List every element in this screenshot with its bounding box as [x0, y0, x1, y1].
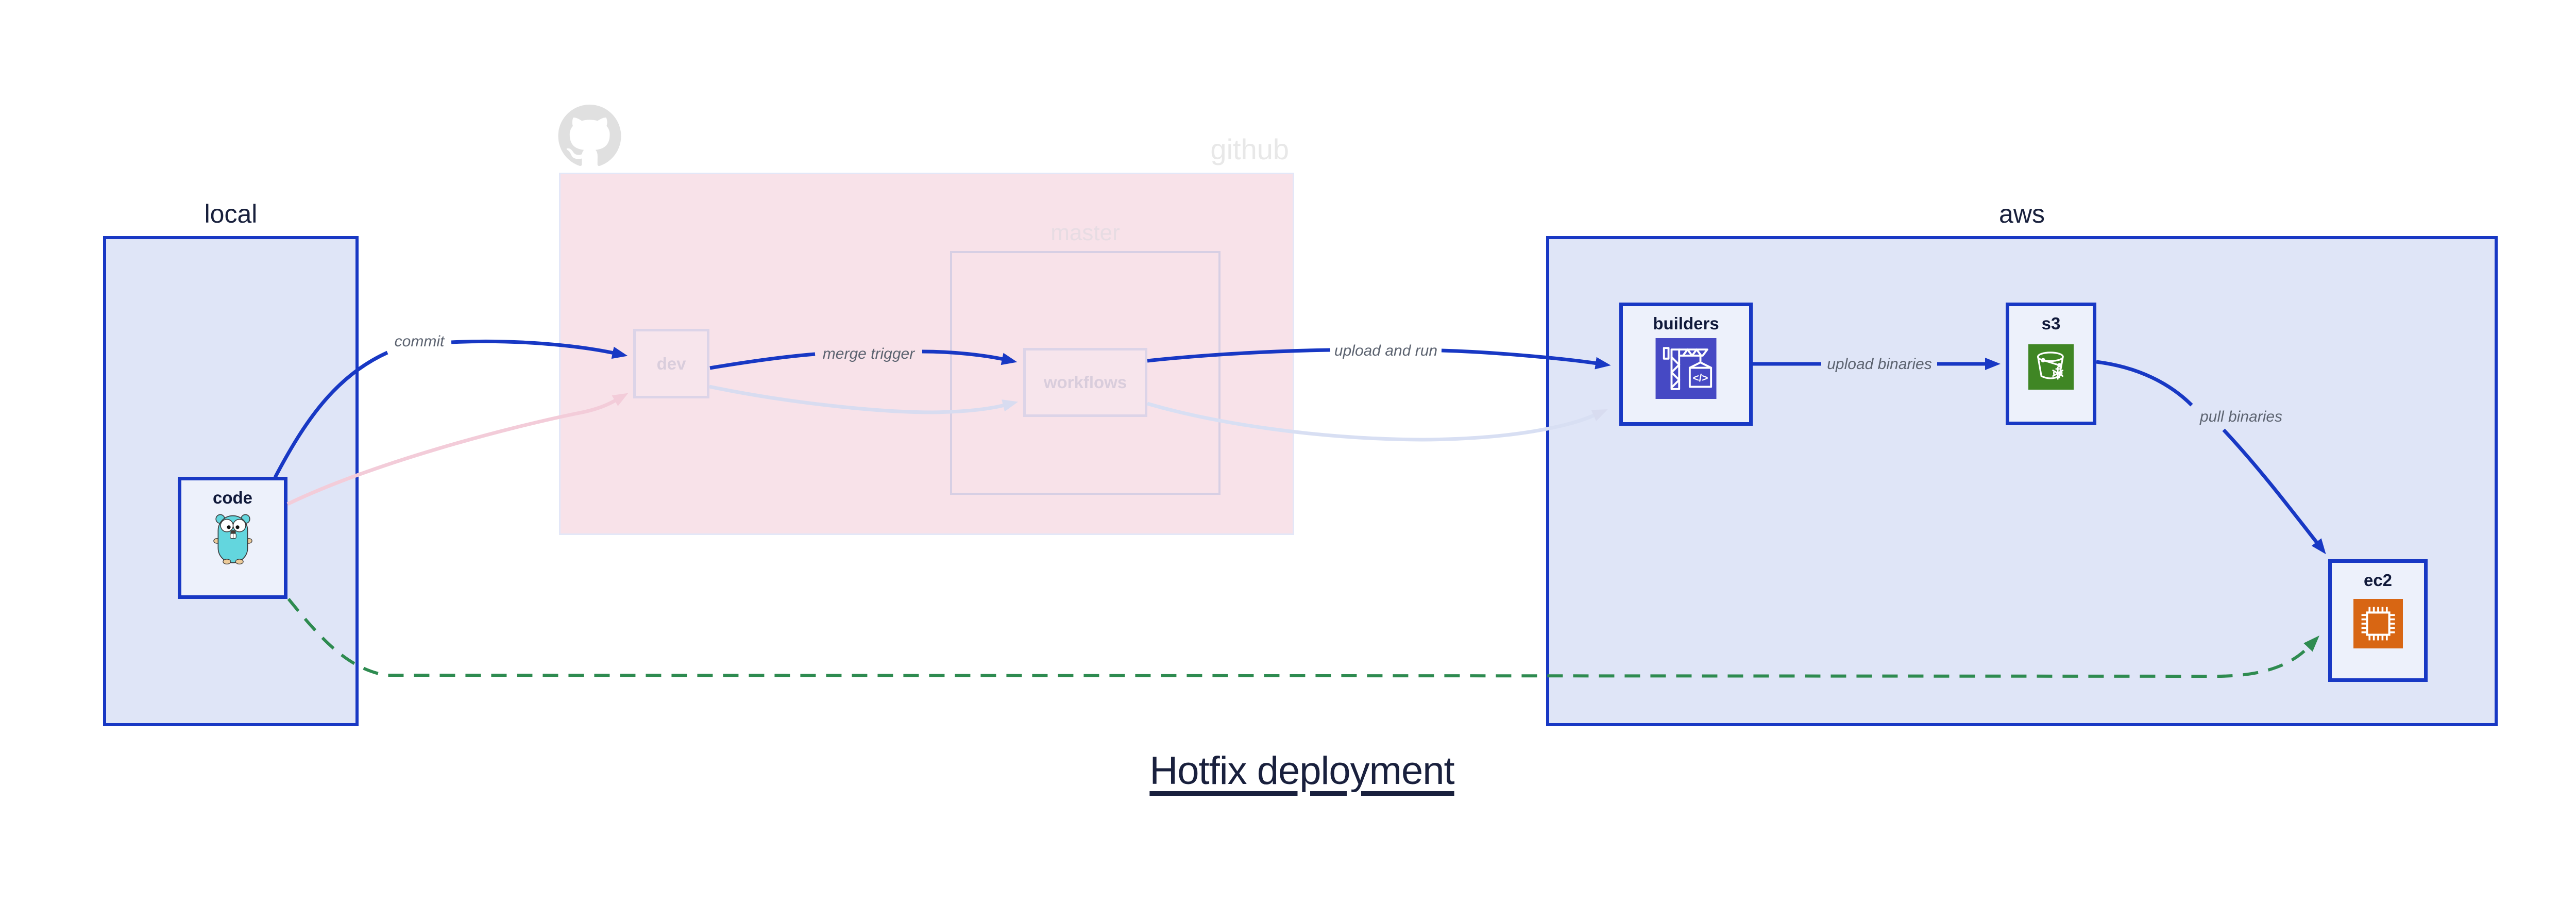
dev-branch-node: dev [633, 329, 709, 398]
workflows-label: workflows [1043, 373, 1127, 392]
s3-node: s3 [2006, 303, 2096, 425]
edge-label-upload-and-run: upload and run [1334, 342, 1437, 359]
code-node-label: code [212, 488, 253, 507]
code-node: code [178, 477, 287, 599]
aws-ec2-chip-icon [2353, 598, 2403, 648]
master-branch-box [950, 251, 1221, 495]
ec2-node: ec2 [2328, 559, 2428, 682]
diagram-title: Hotfix deployment [1149, 749, 1454, 793]
ec2-node-label: ec2 [2363, 571, 2393, 590]
master-branch-label: master [1050, 220, 1120, 245]
github-cluster-label: github [1210, 133, 1289, 165]
aws-codebuild-icon: </> [1655, 338, 1717, 399]
local-cluster-label: local [204, 199, 258, 228]
builders-node: builders </> [1619, 303, 1753, 426]
edge-label-commit: commit [395, 333, 445, 350]
builders-node-label: builders [1653, 314, 1719, 333]
s3-node-label: s3 [2041, 314, 2061, 333]
github-octocat-icon [558, 105, 621, 166]
dev-branch-label: dev [656, 354, 686, 373]
codebuild-code-glyph: </> [1693, 372, 1708, 384]
aws-cluster-label: aws [1999, 199, 2045, 228]
go-gopher-icon [213, 514, 252, 564]
workflows-node: workflows [1023, 348, 1147, 417]
aws-s3-glacier-bucket-icon [2028, 344, 2074, 390]
